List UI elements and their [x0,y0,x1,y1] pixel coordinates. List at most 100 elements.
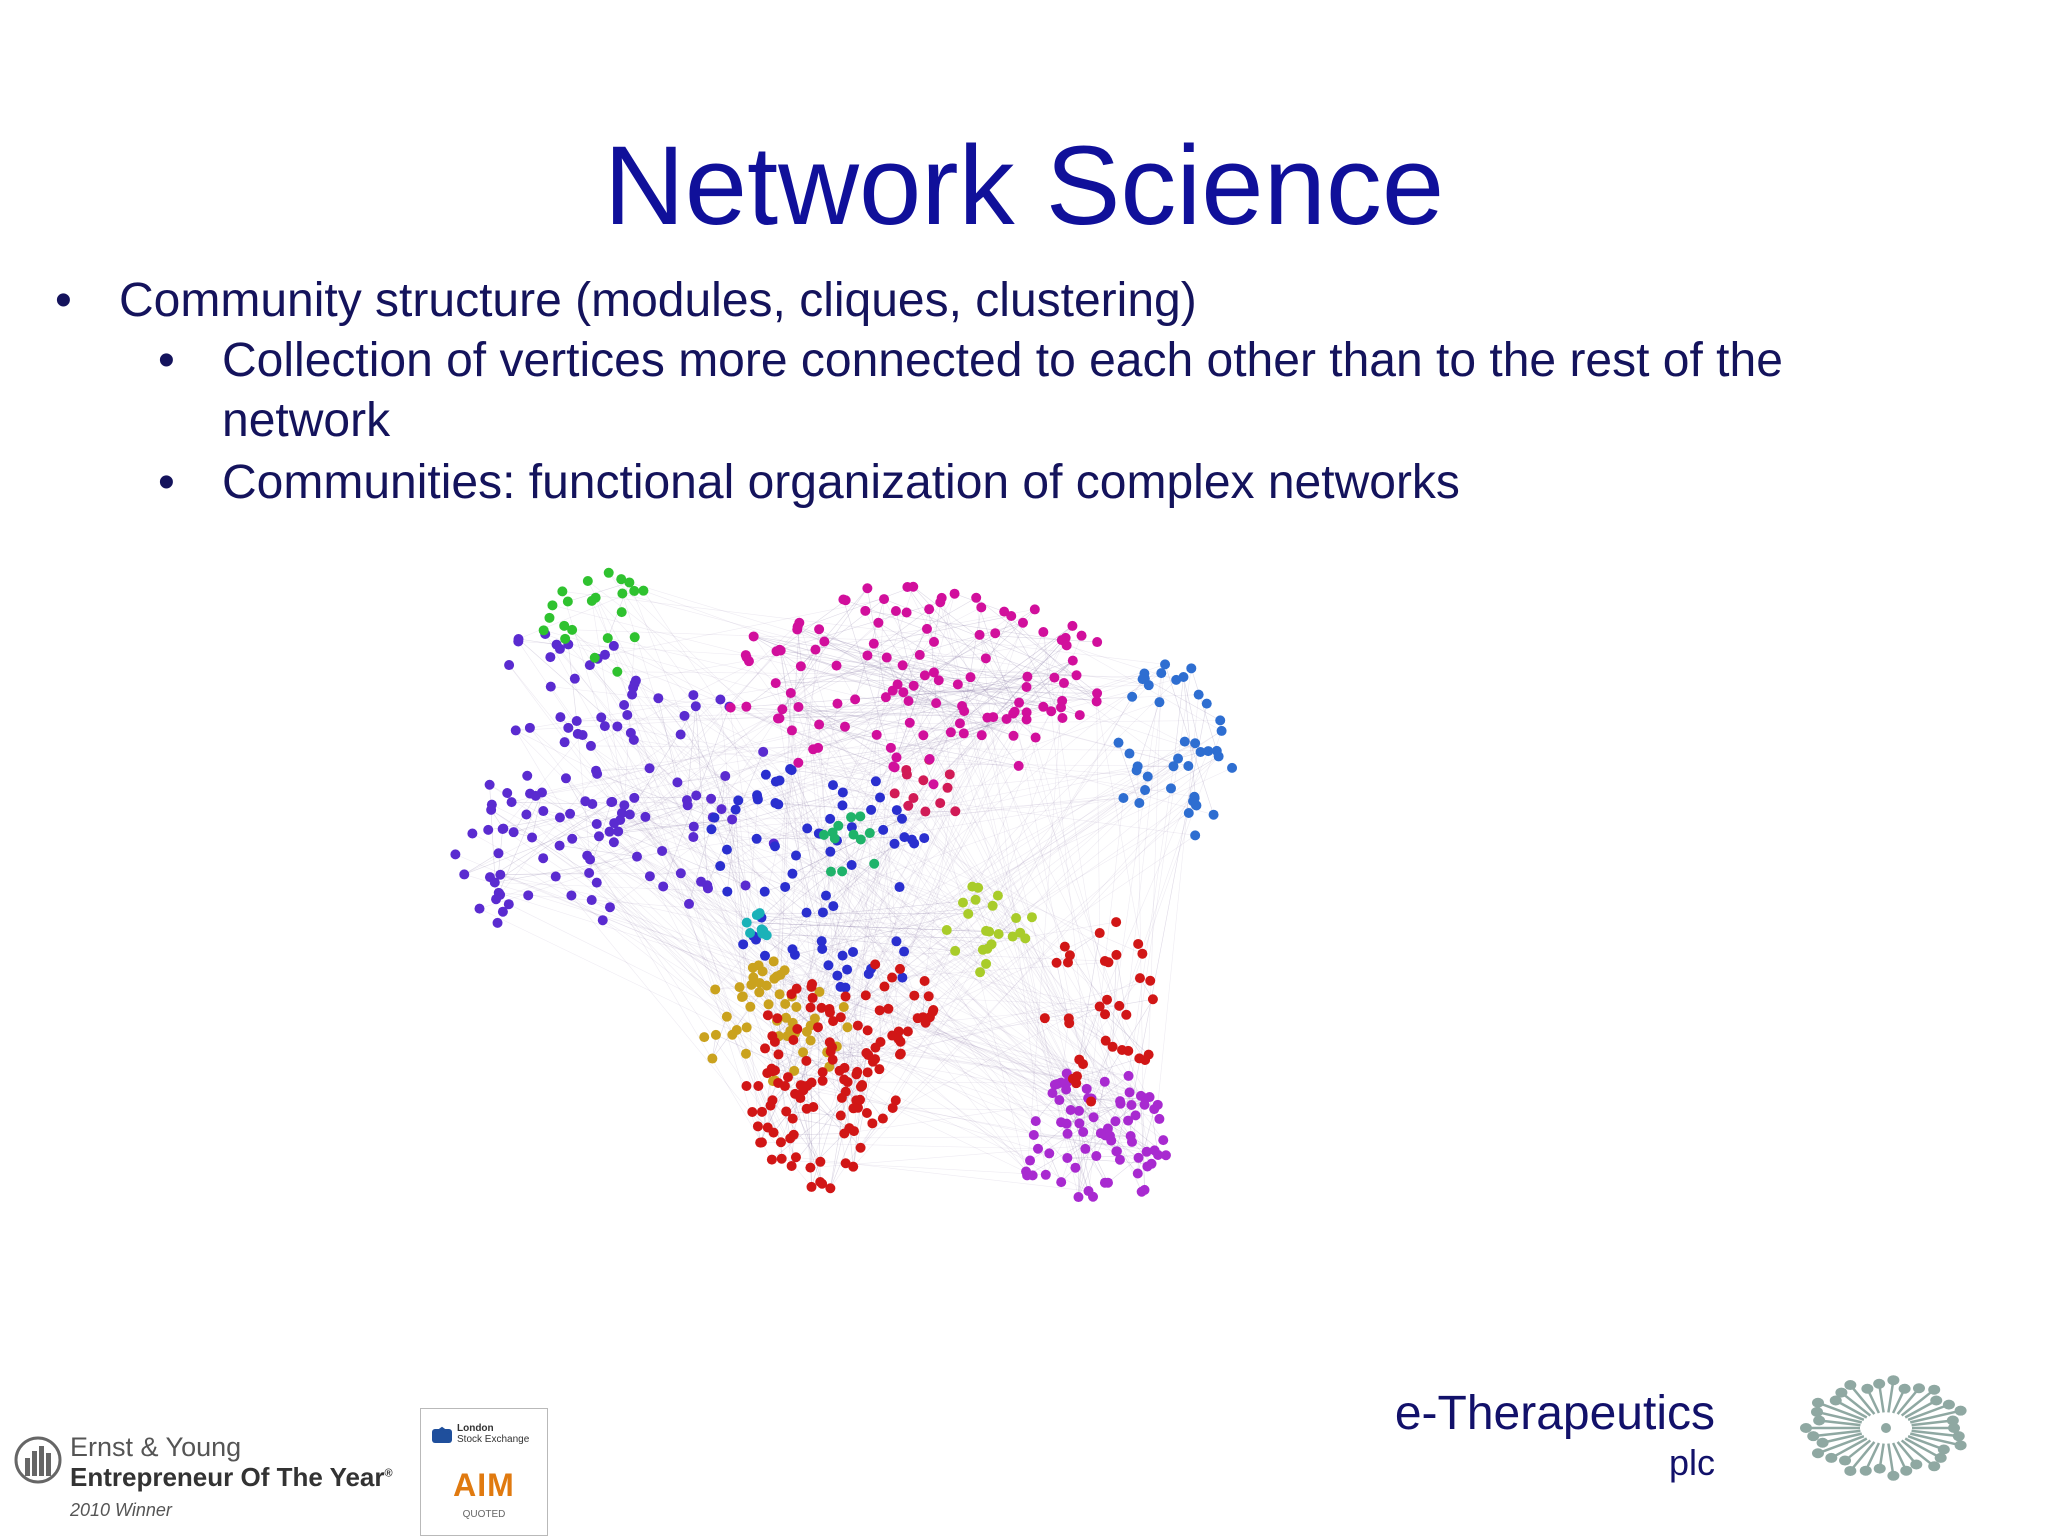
network-node [981,958,992,969]
network-node [806,1181,817,1192]
network-edge [622,593,1080,716]
network-edge [975,597,1015,712]
network-edge [1003,611,1097,702]
network-node [721,844,732,855]
network-edge [767,1014,1036,1122]
network-node [747,962,758,973]
network-node [1062,1152,1073,1163]
network-node [848,1103,859,1114]
network-edge [892,690,1098,694]
network-node [897,972,908,983]
network-node [584,660,595,671]
network-node [790,1152,801,1163]
network-edge [796,629,857,1101]
network-node [523,890,534,901]
network-node [816,1002,827,1013]
network-edge [772,1070,1050,1154]
network-edge [895,610,915,686]
network-node [1078,1059,1089,1070]
network-edge [819,765,1174,993]
network-edge [730,622,1024,708]
network-node [734,982,745,993]
network-node [1140,785,1151,796]
network-node [707,1053,718,1064]
network-node [918,1012,929,1023]
logo-dot [1873,1463,1886,1474]
network-edge [729,706,893,978]
network-edge [624,637,635,806]
network-node [941,925,952,936]
network-edge [618,805,688,832]
network-edge [614,684,958,824]
network-node [1110,1116,1121,1127]
network-edge [810,1007,868,1073]
network-node [1186,663,1197,674]
network-edge [1026,1128,1109,1176]
network-edge [571,629,797,856]
logo-center [1881,1423,1891,1433]
network-node [773,799,784,810]
network-edge [500,872,590,876]
network-edge [841,672,1162,872]
network-edge [879,625,1073,1011]
network-edge [844,1092,1130,1134]
network-edge [1066,750,1209,1083]
network-edge [830,963,987,1189]
network-node [1145,975,1156,986]
network-edge [1061,639,1222,732]
network-edge [617,629,798,832]
network-edge [819,724,891,749]
network-node [815,1176,826,1187]
network-node [933,675,944,686]
network-edge [1183,676,1197,806]
network-node [835,1110,846,1121]
network-edge [759,912,969,915]
network-edge [531,792,543,838]
network-node [1099,1076,1110,1087]
network-node [1111,917,1122,928]
network-edge [500,874,1087,1090]
network-node [1133,938,1144,949]
network-node [836,1092,847,1103]
network-edge [1128,766,1174,1076]
network-edge [777,710,965,719]
network-node [817,1067,828,1078]
network-edge [928,609,937,704]
network-edge [909,722,934,785]
network-edge [794,905,993,955]
network-edge [776,600,846,652]
network-node [768,1127,779,1138]
network-edge [985,609,1036,659]
network-node [890,1095,901,1106]
network-node [774,989,785,1000]
network-edge [1059,1097,1146,1101]
network-node [787,868,798,879]
network-edge [751,984,1031,1161]
network-node [848,829,859,840]
network-edge [810,1141,1133,1168]
network-node [785,688,796,699]
network-edge [774,743,1196,979]
network-node [567,833,578,844]
network-edge [609,615,1012,908]
network-edge [592,803,831,1013]
network-edge [817,1027,821,1182]
network-edge [612,717,780,803]
network-node [640,811,651,822]
network-node [1143,1049,1154,1060]
network-edge [851,864,964,903]
network-node [1107,1041,1118,1052]
network-edge [1090,730,1222,1102]
network-edge [518,638,557,645]
network-node [696,876,707,887]
network-edge [620,819,838,841]
network-node [891,805,902,816]
network-node [936,592,947,603]
network-node [852,1066,863,1077]
network-edge [598,836,859,1109]
network-edge [791,730,838,1047]
network-edge [1121,999,1154,1051]
network-edge [843,735,1014,1080]
network-node [807,992,818,1003]
network-node [1124,748,1135,759]
